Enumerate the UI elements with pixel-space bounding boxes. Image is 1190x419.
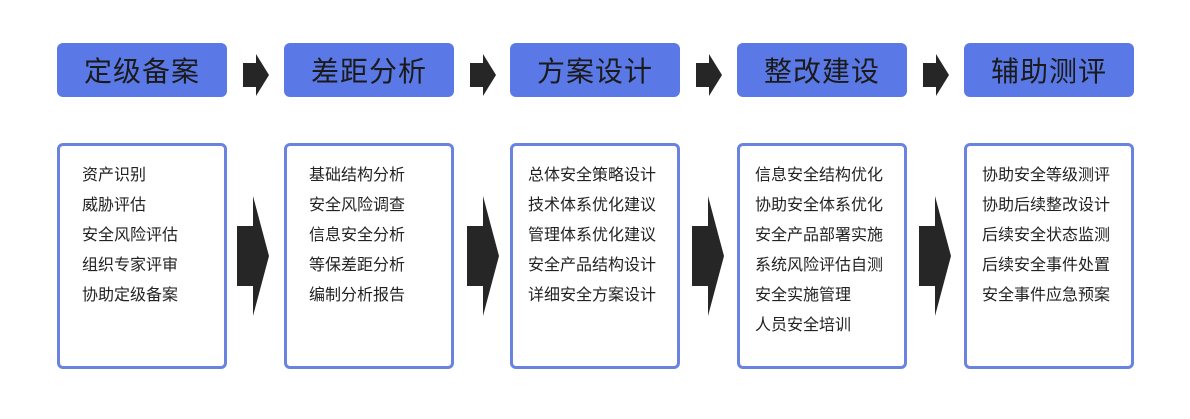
stage-title-5: 辅助测评 — [964, 43, 1134, 97]
stage-item: 安全事件应急预案 — [982, 285, 1111, 304]
arrow-right-icon — [467, 196, 499, 316]
arrow-right-icon — [696, 54, 722, 96]
stage-box-4: 信息安全结构优化 协助安全体系优化 安全产品部署实施 系统风险评估自测 安全实施… — [737, 143, 907, 369]
stage-item: 安全产品部署实施 — [755, 225, 884, 244]
stage-item: 协助后续整改设计 — [982, 195, 1111, 214]
arrow-right-icon — [243, 54, 269, 96]
stage-item: 后续安全状态监测 — [982, 225, 1111, 244]
stage-items-3: 总体安全策略设计 技术体系优化建议 管理体系优化建议 安全产品结构设计 详细安全… — [513, 160, 677, 310]
stage-item: 详细安全方案设计 — [528, 285, 657, 304]
stage-item: 基础结构分析 — [309, 165, 406, 184]
stage-items-4: 信息安全结构优化 协助安全体系优化 安全产品部署实施 系统风险评估自测 安全实施… — [740, 160, 904, 340]
stage-title-3: 方案设计 — [510, 43, 680, 97]
arrow-right-icon — [919, 196, 951, 316]
arrow-right-icon — [692, 196, 724, 316]
stage-box-1: 资产识别 威胁评估 安全风险评估 组织专家评审 协助定级备案 — [57, 143, 227, 369]
stage-title-1: 定级备案 — [57, 43, 227, 97]
stage-item: 协助安全等级测评 — [982, 165, 1111, 184]
stage-items-2: 基础结构分析 安全风险调查 信息安全分析 等保差距分析 编制分析报告 — [287, 160, 451, 310]
stage-item: 安全风险调查 — [309, 195, 406, 214]
stage-item: 协助定级备案 — [82, 285, 179, 304]
stage-item: 资产识别 — [82, 165, 147, 184]
stage-item: 信息安全分析 — [309, 225, 406, 244]
stage-item: 协助安全体系优化 — [755, 195, 884, 214]
stage-item: 人员安全培训 — [755, 315, 852, 334]
stage-box-5: 协助安全等级测评 协助后续整改设计 后续安全状态监测 后续安全事件处置 安全事件… — [964, 143, 1134, 369]
stage-item: 技术体系优化建议 — [528, 195, 657, 214]
stage-item: 信息安全结构优化 — [755, 165, 884, 184]
stage-title-4: 整改建设 — [737, 43, 907, 97]
stage-item: 安全实施管理 — [755, 285, 852, 304]
stage-item: 系统风险评估自测 — [755, 255, 884, 274]
stage-item: 管理体系优化建议 — [528, 225, 657, 244]
arrow-right-icon — [237, 196, 269, 316]
stage-item: 等保差距分析 — [309, 255, 406, 274]
stage-item: 总体安全策略设计 — [528, 165, 657, 184]
arrow-right-icon — [470, 54, 496, 96]
stage-item: 组织专家评审 — [82, 255, 179, 274]
arrow-right-icon — [923, 54, 949, 96]
stage-items-1: 资产识别 威胁评估 安全风险评估 组织专家评审 协助定级备案 — [60, 160, 224, 310]
stage-item: 安全产品结构设计 — [528, 255, 657, 274]
stage-item: 后续安全事件处置 — [982, 255, 1111, 274]
stage-item: 威胁评估 — [82, 195, 147, 214]
stage-items-5: 协助安全等级测评 协助后续整改设计 后续安全状态监测 后续安全事件处置 安全事件… — [967, 160, 1131, 310]
stage-box-2: 基础结构分析 安全风险调查 信息安全分析 等保差距分析 编制分析报告 — [284, 143, 454, 369]
stage-box-3: 总体安全策略设计 技术体系优化建议 管理体系优化建议 安全产品结构设计 详细安全… — [510, 143, 680, 369]
stage-item: 安全风险评估 — [82, 225, 179, 244]
stage-item: 编制分析报告 — [309, 285, 406, 304]
stage-title-2: 差距分析 — [284, 43, 454, 97]
